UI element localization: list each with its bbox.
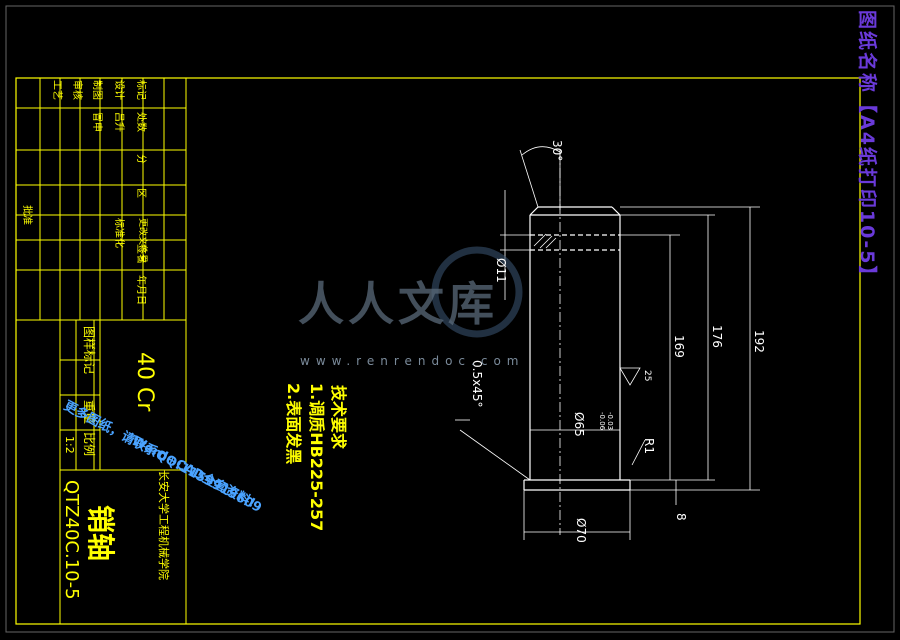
left-dimensions: [455, 190, 531, 481]
diameter-dimensions: [523, 429, 631, 540]
roughness-symbol: [619, 367, 641, 386]
angle-dimension: [519, 146, 561, 210]
watermark-logo: [431, 246, 523, 338]
sheet-border: [5, 5, 895, 633]
hole-hatch: [533, 233, 557, 249]
radius-leader: [631, 439, 646, 466]
pin-outline: [523, 206, 631, 491]
length-dimensions: [620, 206, 760, 505]
title-block-grid: [16, 78, 187, 624]
